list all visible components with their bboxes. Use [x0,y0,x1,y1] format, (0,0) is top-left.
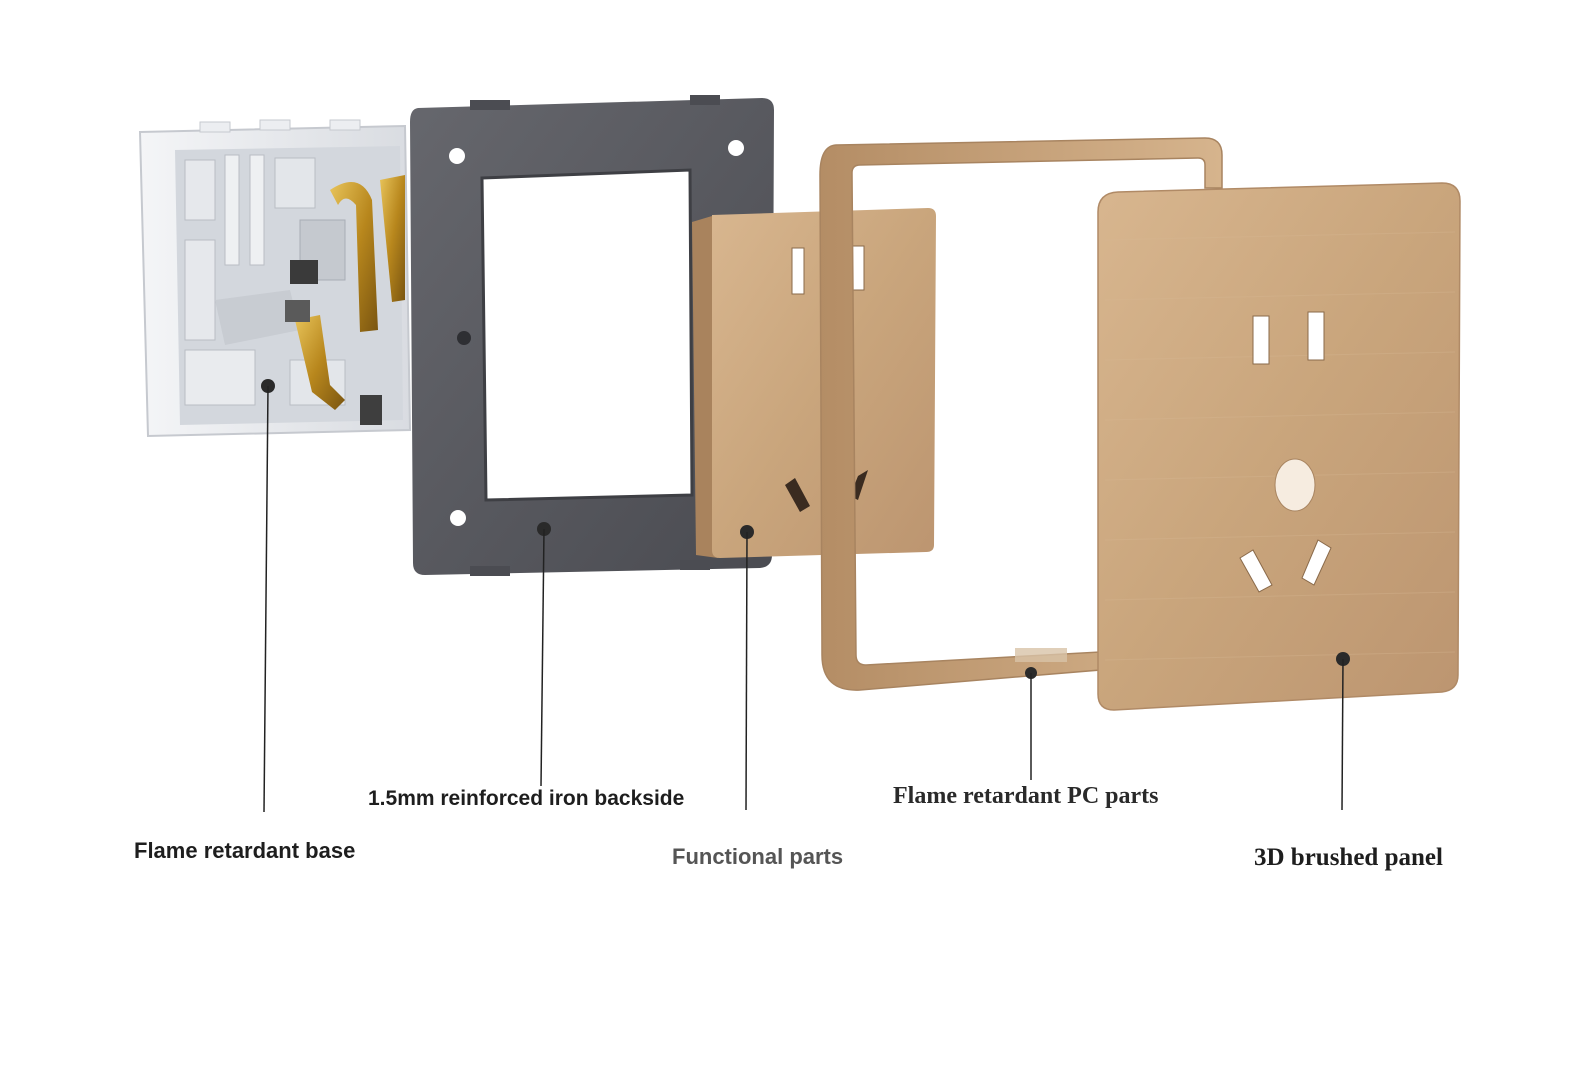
label-pc-parts: Flame retardant PC parts [893,783,1159,809]
leader-line-functional [745,531,748,811]
label-brushed-panel: 3D brushed panel [1254,844,1443,871]
label-flame-retardant-base: Flame retardant base [134,838,356,863]
brushed-panel [1097,182,1461,711]
label-functional-parts: Functional parts [672,844,844,869]
leader-line-panel [1341,658,1344,811]
label-iron-backside: 1.5mm reinforced iron backside [368,787,685,810]
iron-backside-frame [410,95,774,576]
leader-line-base [263,385,269,813]
leader-line-iron [540,528,545,787]
flame-retardant-base [138,119,412,438]
leader-lines [263,385,1344,813]
functional-parts-module [692,208,936,558]
